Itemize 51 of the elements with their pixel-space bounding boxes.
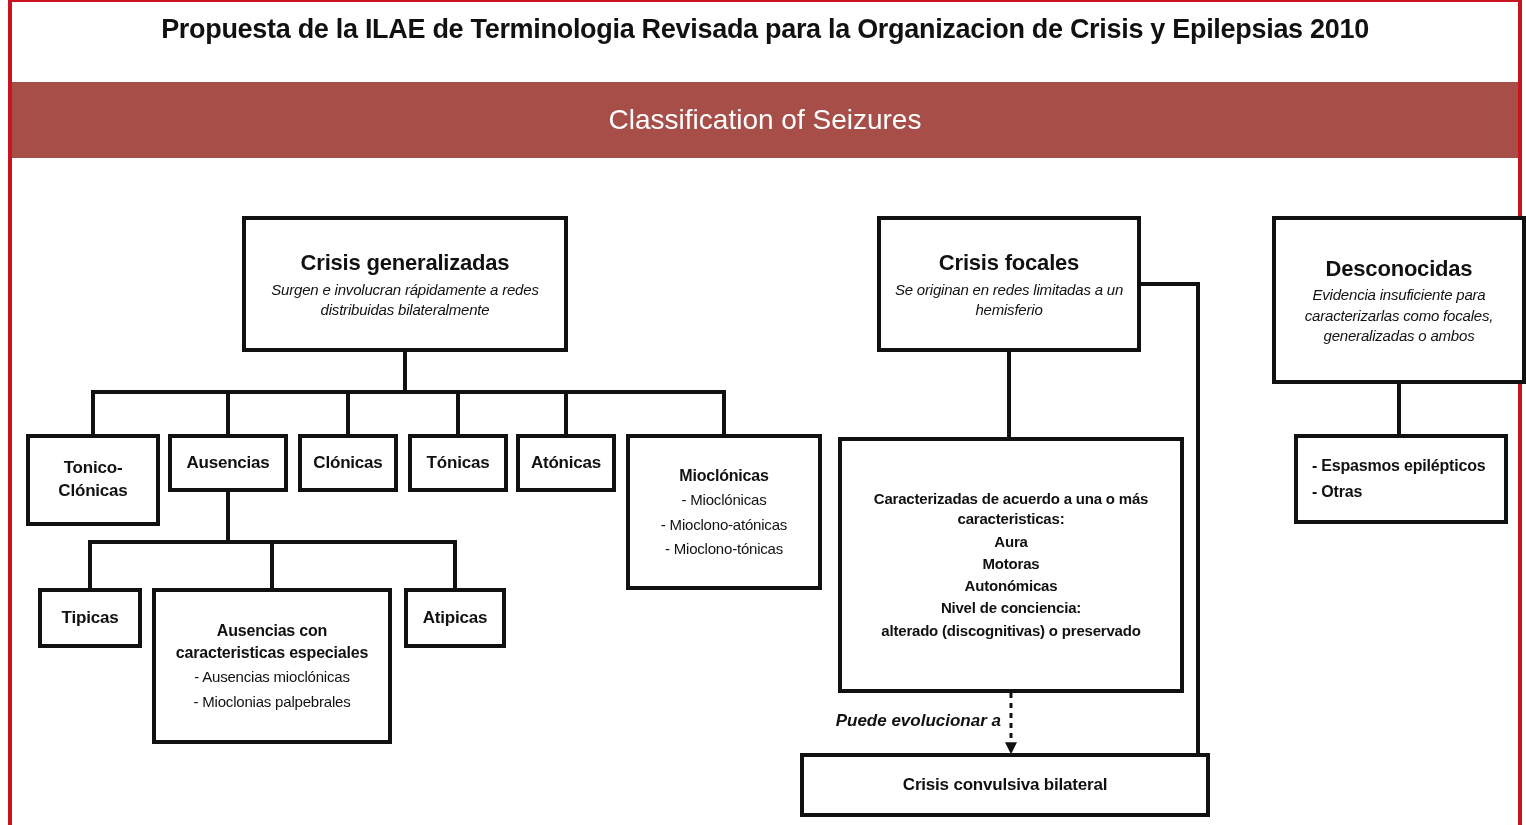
box-heading: Crisis focales bbox=[938, 248, 1080, 277]
seizure-type-box bbox=[298, 434, 398, 492]
box-text: Aura bbox=[994, 531, 1028, 552]
box-heading: Crisis generalizadas bbox=[300, 248, 510, 277]
box-heading: Ausencias con caracteristicas especiales bbox=[174, 621, 370, 663]
box-text: Motoras bbox=[982, 553, 1040, 574]
box-text: Se originan en redes limitadas a un hemisferio bbox=[893, 279, 1125, 320]
box-text: Tipicas bbox=[61, 606, 119, 629]
category-box bbox=[1272, 216, 1526, 384]
category-box bbox=[877, 216, 1141, 352]
connector-line bbox=[1007, 352, 1011, 437]
seizure-type-box bbox=[26, 434, 160, 526]
box-text: Evidencia insuficiente para caracterizarlas como focales, generalizadas o ambos bbox=[1303, 285, 1495, 346]
seizure-type-box bbox=[800, 753, 1210, 817]
box-text: - Mioclónicas bbox=[681, 490, 767, 511]
box-text: Tonico-Clónicas bbox=[57, 457, 129, 502]
box-text: - Espasmos epilépticos bbox=[1312, 456, 1486, 477]
subtype-box bbox=[1294, 434, 1508, 524]
subtype-box bbox=[626, 434, 822, 590]
section-banner: Classification of Seizures bbox=[12, 82, 1518, 158]
box-text: Ausencias bbox=[186, 451, 270, 474]
box-text: - Mioclonias palpebrales bbox=[193, 691, 351, 712]
seizure-type-box bbox=[38, 588, 142, 648]
seizure-type-box bbox=[408, 434, 508, 492]
box-text: - Mioclono-tónicas bbox=[664, 538, 784, 559]
box-heading: Caracterizadas de acuerdo a una o más caracteristicas: bbox=[872, 489, 1150, 530]
seizure-type-box bbox=[516, 434, 616, 492]
box-text: Surgen e involucran rápidamente a redes distribuidas bilateralmente bbox=[270, 279, 540, 320]
seizure-type-box bbox=[404, 588, 506, 648]
box-text: Tónicas bbox=[426, 451, 490, 474]
connector-line bbox=[403, 352, 726, 434]
box-text: alterado (discognitivas) o preservado bbox=[881, 620, 1141, 641]
box-text: Autonómicas bbox=[964, 576, 1058, 597]
box-text: Nivel de conciencia: bbox=[940, 598, 1082, 619]
connector-line bbox=[1397, 384, 1401, 434]
box-text: - Mioclono-atónicas bbox=[660, 514, 788, 535]
box-text: - Ausencias mioclónicas bbox=[194, 667, 350, 688]
box-heading: Desconocidas bbox=[1325, 254, 1473, 283]
box-text: Clónicas bbox=[313, 451, 383, 474]
box-text: - Otras bbox=[1312, 482, 1363, 502]
connector-line bbox=[1141, 282, 1200, 753]
box-text: Crisis convulsiva bilateral bbox=[902, 773, 1108, 796]
seizure-type-box bbox=[168, 434, 288, 492]
box-text: Atónicas bbox=[530, 451, 602, 474]
diagram-title: Propuesta de la ILAE de Terminologia Revisada para la Organizacion de Crisis y Epilepsias 2010 bbox=[160, 14, 1370, 45]
box-heading: Mioclónicas bbox=[679, 465, 769, 486]
feature-box bbox=[838, 437, 1184, 693]
subtype-box bbox=[152, 588, 392, 744]
arrow bbox=[1005, 693, 1017, 755]
category-box bbox=[242, 216, 568, 352]
box-text: Atipicas bbox=[422, 606, 488, 629]
